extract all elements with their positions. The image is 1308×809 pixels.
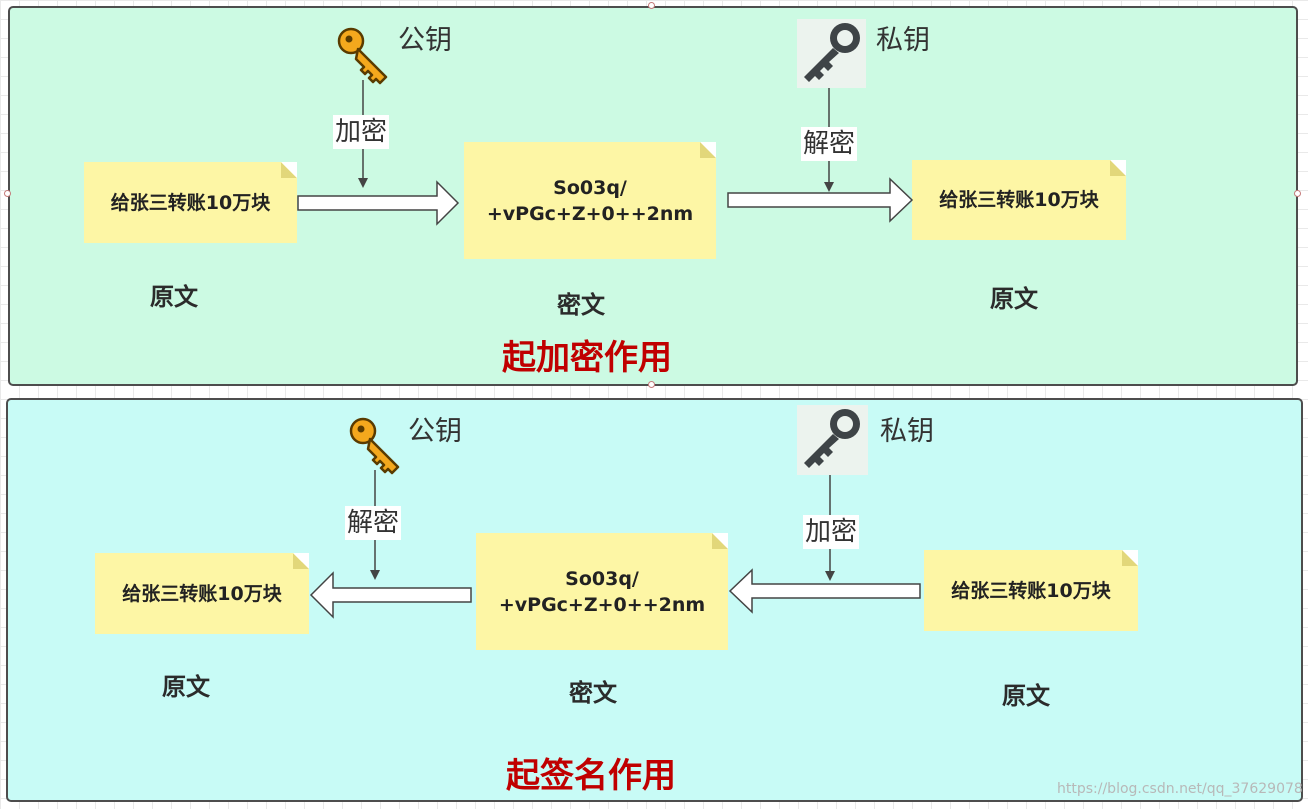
resize-handle-left[interactable] [4, 190, 11, 197]
result-note: 给张三转账10万块 [912, 160, 1126, 240]
ciphertext-caption: 密文 [557, 291, 605, 319]
arrow-plaintext-to-ciphertext [297, 180, 460, 226]
signature-plaintext-note-text: 给张三转账10万块 [951, 579, 1111, 602]
signature-plaintext-note: 给张三转账10万块 [924, 550, 1138, 631]
watermark: https://blog.csdn.net/qq_37629078 [1057, 781, 1303, 797]
resize-handle-right[interactable] [1294, 190, 1301, 197]
ciphertext-line-2: +vPGc+Z+0++2nm [486, 202, 694, 225]
public-key-icon [337, 27, 388, 85]
signature-decrypt-edge-label: 解密 [345, 506, 402, 540]
signature-ciphertext-line-2: +vPGc+Z+0++2nm [498, 593, 706, 616]
signature-title: 起签名作用 [506, 756, 676, 796]
resize-handle-bottom[interactable] [648, 381, 655, 388]
arrow-plaintext-to-ciphertext-left [728, 568, 921, 614]
arrow-ciphertext-to-result-left [309, 571, 472, 619]
result-note-text: 给张三转账10万块 [939, 189, 1099, 211]
signature-private-key-icon [804, 409, 860, 468]
ciphertext-note: So03q/ +vPGc+Z+0++2nm [464, 142, 716, 259]
signature-ciphertext-line-1: So03q/ [565, 567, 639, 590]
arrow-ciphertext-to-result [727, 177, 914, 223]
signature-ciphertext-caption: 密文 [569, 679, 617, 707]
private-key-label: 私钥 [876, 25, 930, 56]
signature-result-note-text: 给张三转账10万块 [122, 582, 282, 605]
signature-ciphertext-note: So03q/ +vPGc+Z+0++2nm [476, 533, 728, 650]
signature-plaintext-caption: 原文 [1002, 682, 1050, 710]
plaintext-note-text: 给张三转账10万块 [110, 191, 271, 214]
public-key-label: 公钥 [398, 25, 452, 56]
result-caption: 原文 [990, 285, 1038, 313]
private-key-icon [804, 23, 860, 82]
plaintext-caption: 原文 [150, 283, 198, 311]
signature-public-key-icon [349, 417, 400, 475]
resize-handle-top[interactable] [648, 2, 655, 9]
ciphertext-line-1: So03q/ [553, 176, 627, 199]
decrypt-edge-label: 解密 [801, 127, 858, 161]
signature-public-key-label: 公钥 [408, 416, 462, 447]
plaintext-note: 给张三转账10万块 [84, 162, 297, 243]
signature-result-note: 给张三转账10万块 [95, 553, 309, 634]
encrypt-edge-label: 加密 [333, 115, 390, 149]
signature-encrypt-edge-label: 加密 [803, 515, 860, 549]
signature-result-caption: 原文 [162, 673, 210, 701]
encryption-title: 起加密作用 [502, 338, 672, 378]
signature-private-key-label: 私钥 [880, 416, 934, 447]
